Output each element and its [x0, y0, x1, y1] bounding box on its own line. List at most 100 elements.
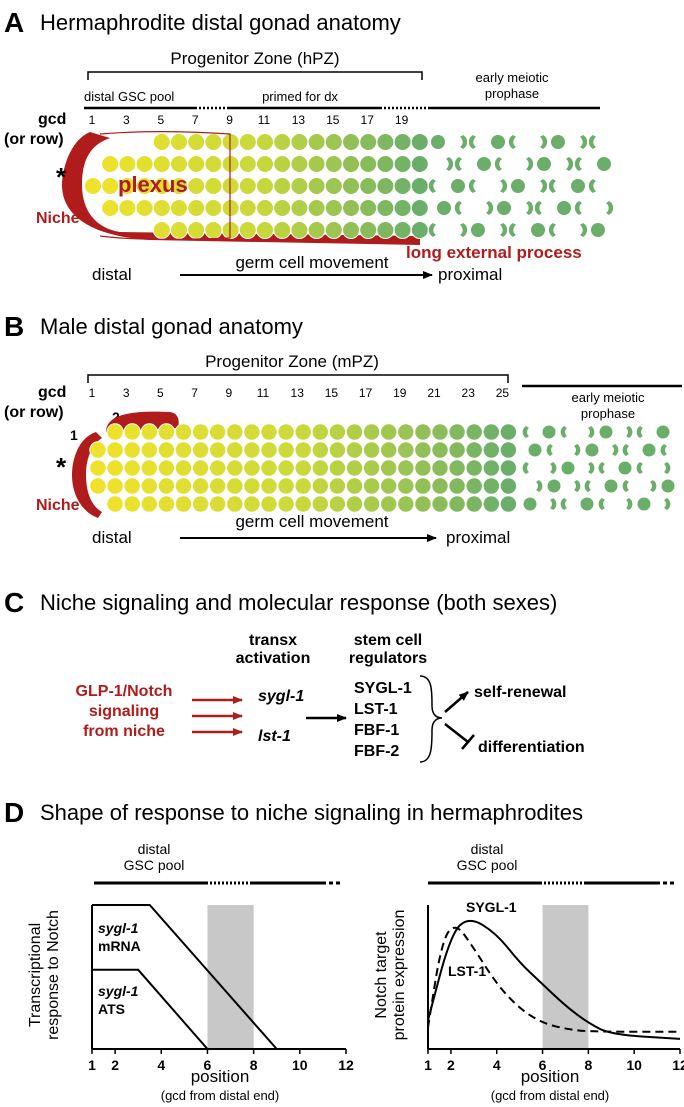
germ-cell — [106, 495, 124, 513]
panel-b-niche-shape — [72, 432, 102, 518]
meiotic-crescent — [468, 179, 476, 193]
meiotic-crescent — [500, 223, 508, 237]
germ-cell — [362, 441, 381, 459]
germ-cell — [174, 459, 193, 477]
germ-cell — [311, 459, 329, 477]
panel-a-niche-label: Niche — [36, 210, 80, 227]
gcd-number: 19 — [393, 386, 407, 400]
meiotic-crescent — [574, 480, 581, 492]
meiotic-cell — [528, 443, 542, 457]
panel-a-title: Hermaphrodite distal gonad anatomy — [40, 10, 401, 35]
gcd-number: 1 — [89, 386, 96, 400]
gcd-number: 1 — [89, 113, 96, 127]
meiotic-cell — [523, 497, 537, 511]
germ-cell — [342, 133, 360, 151]
panel-b-distal-label: distal — [92, 528, 132, 547]
gcd-number: 17 — [361, 113, 375, 127]
germ-cell — [204, 177, 223, 195]
germ-cell — [328, 477, 347, 495]
meiotic-cell — [656, 425, 670, 439]
germ-cell — [324, 133, 343, 151]
panel-d-ats-label: ATS — [98, 1001, 125, 1017]
germ-cell — [414, 495, 432, 513]
panel-d-title: Shape of response to niche signaling in … — [40, 800, 583, 825]
germ-cell — [140, 495, 159, 513]
germ-cell — [414, 459, 432, 477]
panel-c-self-renewal-arrow — [444, 691, 469, 713]
panel-d-right-xsub: (gcd from distal end) — [491, 1088, 610, 1103]
panel-d-right-ylabel-line2: protein expression — [391, 910, 408, 1041]
gcd-number: 19 — [395, 113, 409, 127]
gcd-number: 21 — [427, 386, 441, 400]
germ-cell — [376, 221, 395, 239]
gcd-number: 15 — [326, 113, 340, 127]
gcd-number: 5 — [157, 386, 164, 400]
germ-cell — [157, 423, 176, 441]
meiotic-cell — [591, 223, 605, 237]
germ-cell — [123, 495, 141, 513]
panel-a-niche-shape — [62, 132, 420, 245]
meiotic-cell — [561, 461, 575, 475]
germ-cell — [324, 177, 343, 195]
germ-cell — [397, 495, 415, 513]
germ-cell — [209, 423, 227, 441]
x-tick-label: 8 — [250, 1057, 258, 1073]
germ-cell — [465, 495, 483, 513]
meiotic-crescent — [526, 201, 534, 215]
panel-c-reg-fbf2: FBF-2 — [354, 743, 399, 760]
germ-cell — [101, 199, 120, 217]
germ-cell — [260, 459, 278, 477]
germ-cell — [157, 459, 176, 477]
germ-cell — [499, 459, 518, 477]
meiotic-crescent — [508, 135, 516, 149]
panel-d-right-xlabel: position — [521, 1067, 580, 1086]
germ-cell — [101, 177, 120, 195]
panel-d-mrna-label: mRNA — [98, 938, 141, 954]
panel-c-letter: C — [4, 587, 24, 618]
germ-cell — [362, 459, 381, 477]
panel-c-inhibition-bar — [461, 734, 475, 750]
panel-b-meiotic-line2: prophase — [581, 406, 635, 421]
x-tick-label: 1 — [88, 1057, 96, 1073]
panel-a-long-process-label: long external process — [406, 243, 582, 262]
meiotic-crescent — [428, 179, 436, 193]
germ-cell — [410, 177, 429, 195]
germ-cell — [106, 477, 124, 495]
germ-cell — [324, 199, 343, 217]
panel-a-row-label: (or row) — [4, 131, 64, 148]
meiotic-cell — [537, 157, 551, 171]
germ-cell — [106, 423, 124, 441]
meiotic-cell — [571, 179, 585, 193]
panel-d-sygl1-label: SYGL-1 — [466, 899, 517, 915]
germ-cell — [307, 155, 326, 173]
germ-cell — [243, 459, 261, 477]
germ-cell — [393, 155, 412, 173]
germ-cell — [499, 441, 518, 459]
panel-c-gene-sygl1: sygl-1 — [258, 688, 304, 705]
series-line — [427, 926, 680, 1033]
meiotic-crescent — [550, 498, 557, 510]
germ-cell — [174, 423, 193, 441]
germ-cell — [123, 423, 141, 441]
panel-b-asterisk: * — [56, 452, 67, 482]
panel-b-zone-bracket — [87, 374, 509, 383]
germ-cell — [362, 495, 381, 513]
meiotic-crescent — [636, 426, 643, 438]
panel-a-zone-bracket — [87, 71, 423, 80]
germ-cell — [260, 441, 278, 459]
germ-cell — [294, 441, 312, 459]
meiotic-crescent — [606, 201, 614, 215]
gcd-number: 13 — [291, 386, 305, 400]
germ-cell — [393, 199, 412, 217]
germ-cell — [84, 177, 102, 195]
meiotic-crescent — [460, 223, 468, 237]
germ-cell — [376, 177, 395, 195]
meiotic-crescent — [550, 462, 557, 474]
germ-cell — [191, 477, 210, 495]
germ-cell — [376, 155, 395, 173]
germ-cell — [106, 441, 124, 459]
panel-c-transx-line2: activation — [236, 650, 311, 667]
germ-cell — [290, 133, 309, 151]
